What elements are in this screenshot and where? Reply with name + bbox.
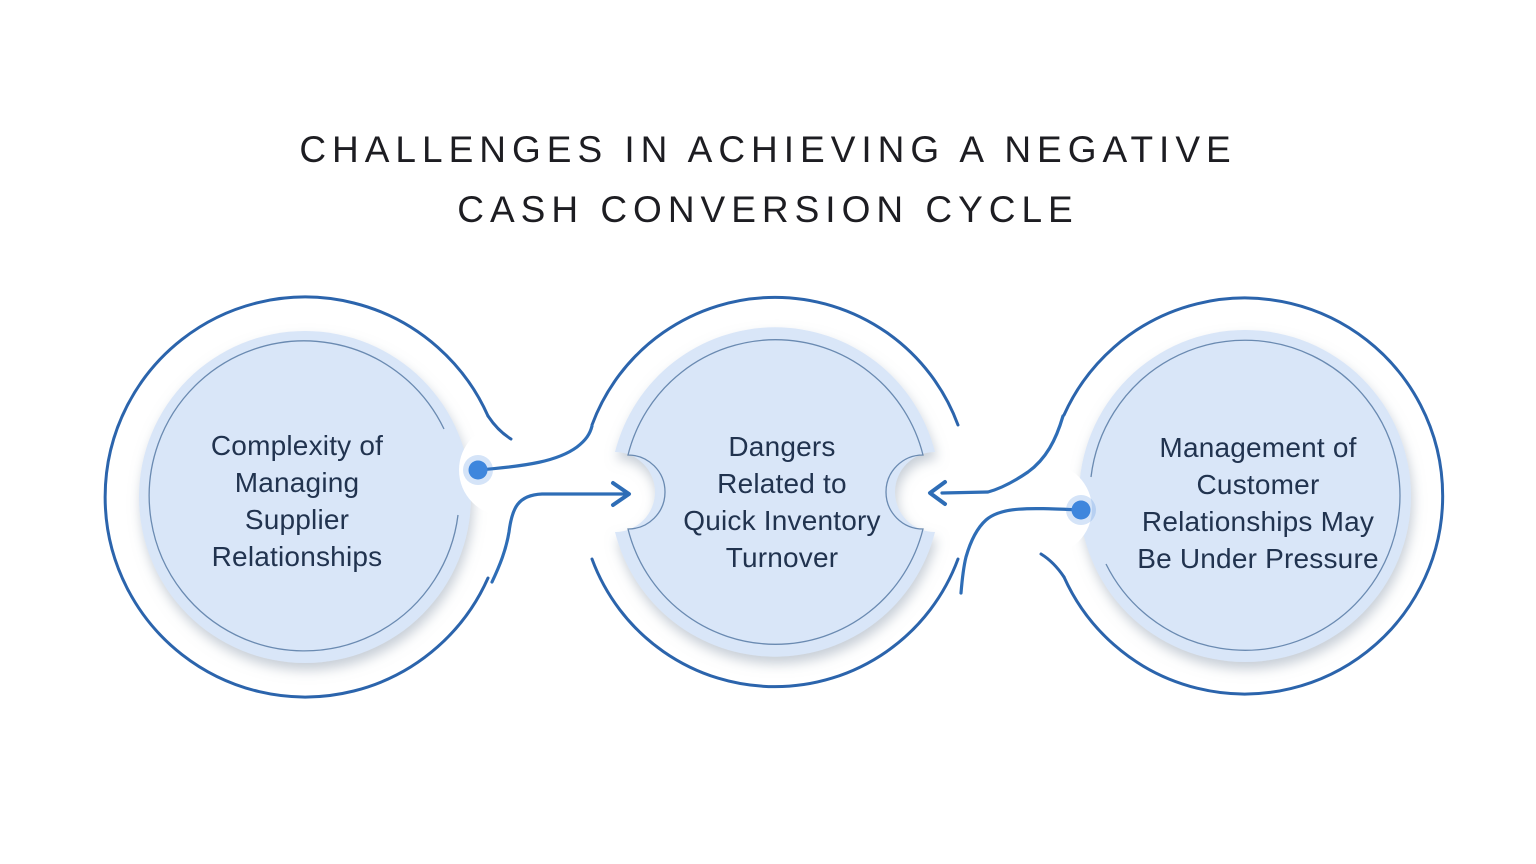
circle-supplier-fill <box>139 331 471 663</box>
circle-inventory-inner-ring <box>627 339 924 645</box>
title-line-1: CHALLENGES IN ACHIEVING A NEGATIVE <box>299 129 1237 170</box>
circle-inventory-fill <box>615 327 935 657</box>
circle-label-supplier: Complexity of Managing Supplier Relation… <box>211 427 383 575</box>
circle-customer-outer-ring <box>1062 296 1445 696</box>
circle-supplier-inner-ring <box>148 340 459 652</box>
connector-customer-to-inventory <box>928 414 1083 595</box>
circle-inventory-outer-ring-top <box>590 295 960 427</box>
title-line-2: CASH CONVERSION CYCLE <box>457 189 1079 230</box>
label-line: Customer <box>1196 469 1320 500</box>
circle-customer-ring-flare <box>1039 552 1066 579</box>
circle-customer-inner-ring <box>1090 339 1401 651</box>
circle-inventory-outer-ring-bottom <box>590 557 960 689</box>
circle-supplier-ring-flare <box>486 414 513 441</box>
circle-label-customer: Management of Customer Relationships May… <box>1137 429 1379 577</box>
connector-node-line <box>959 506 1083 595</box>
label-line: Management of <box>1159 432 1357 463</box>
circle-supplier-outer-ring <box>103 295 490 699</box>
label-line: Supplier <box>244 504 350 535</box>
label-line: Complexity of <box>210 430 384 461</box>
label-line: Managing <box>234 467 360 498</box>
label-line: Quick Inventory <box>683 505 881 536</box>
page-title: CHALLENGES IN ACHIEVING A NEGATIVE CASH … <box>0 120 1536 240</box>
connector-arrow-shaft <box>490 492 629 584</box>
connector-node-line <box>476 424 594 472</box>
connector-arrow-shaft <box>940 414 1065 495</box>
label-line: Dangers <box>728 431 836 462</box>
label-line: Relationships May <box>1141 506 1375 537</box>
connector-supplier-to-inventory <box>476 424 631 584</box>
dot-icon <box>1071 500 1091 520</box>
chevron-left-icon <box>928 480 947 506</box>
circle-customer-fill <box>1079 330 1411 662</box>
circle-label-inventory: Dangers Related to Quick Inventory Turno… <box>683 428 881 576</box>
label-line: Turnover <box>725 542 839 573</box>
dot-icon <box>468 460 488 480</box>
label-line: Relationships <box>211 541 383 572</box>
circle-supplier-channel <box>459 424 551 516</box>
label-line: Be Under Pressure <box>1137 543 1379 574</box>
chevron-right-icon <box>611 481 631 507</box>
label-line: Related to <box>717 468 847 499</box>
